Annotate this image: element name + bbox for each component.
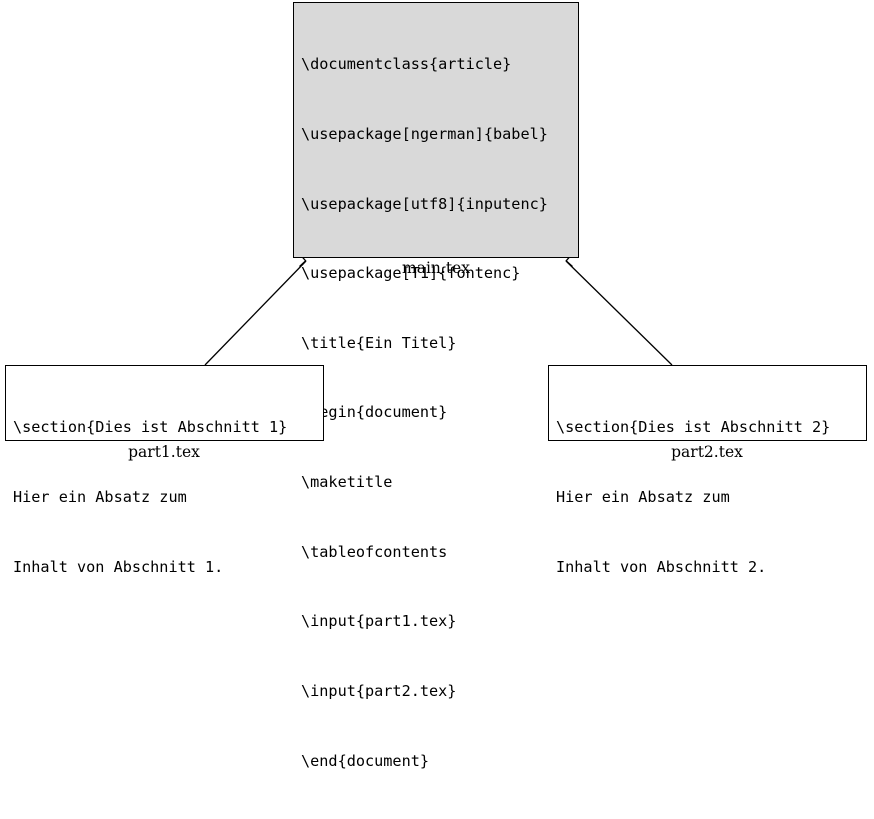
part2-tex-caption: part2.tex	[671, 443, 743, 461]
part1-tex-caption: part1.tex	[128, 443, 200, 461]
diagram-canvas: \documentclass{article} \usepackage[nger…	[5, 2, 867, 770]
code-line: Inhalt von Abschnitt 1.	[13, 557, 224, 576]
edge-part2-to-main	[565, 260, 673, 366]
code-line: Hier ein Absatz zum	[13, 488, 187, 507]
code-line: \title{Ein Titel}	[301, 333, 457, 352]
code-line: \usepackage[ngerman]{babel}	[301, 125, 548, 144]
code-line: \input{part2.tex}	[301, 681, 457, 700]
code-line: \input{part1.tex}	[301, 612, 457, 631]
code-line: Inhalt von Abschnitt 2.	[556, 557, 767, 576]
part1-tex-box: \section{Dies ist Abschnitt 1} Hier ein …	[5, 365, 324, 576]
part2-tex-box: \section{Dies ist Abschnitt 2} Hier ein …	[548, 365, 867, 576]
edge-part1-to-main	[204, 260, 307, 366]
code-line: \section{Dies ist Abschnitt 2}	[556, 418, 831, 437]
main-tex-box: \documentclass{article} \usepackage[nger…	[293, 2, 579, 770]
code-line: Hier ein Absatz zum	[556, 488, 730, 507]
code-line: \tableofcontents	[301, 542, 448, 561]
main-tex-caption: main.tex	[402, 259, 470, 277]
code-line: \usepackage[utf8]{inputenc}	[301, 194, 548, 213]
code-line: \maketitle	[301, 473, 393, 492]
code-line: \section{Dies ist Abschnitt 1}	[13, 418, 288, 437]
code-line: \usepackage[T1]{fontenc}	[301, 264, 521, 283]
code-line: \documentclass{article}	[301, 55, 512, 74]
code-line: \end{document}	[301, 751, 430, 770]
code-line: \begin{document}	[301, 403, 448, 422]
